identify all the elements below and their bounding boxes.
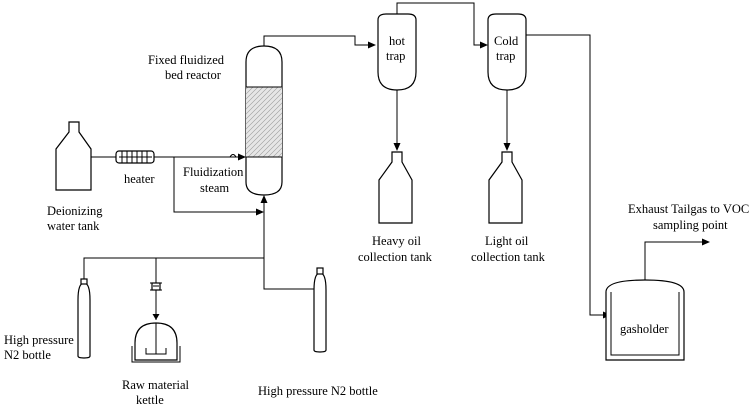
cold-trap: [487, 13, 527, 91]
light-oil-collection-tank: [488, 151, 523, 224]
bottom-n2-bottle: [313, 267, 327, 353]
water-tank-label: Deionizing water tank: [47, 204, 106, 233]
cold-trap-label: Cold trap: [494, 34, 521, 63]
heater-label: heater: [124, 172, 155, 186]
fluidization-steam-label: Fluidization steam: [183, 165, 247, 195]
exhaust-outlet-pipe: [644, 238, 710, 280]
gasholder-label: gasholder: [620, 322, 669, 336]
cold-trap-to-gasholder-pipe: [526, 34, 611, 319]
bottom-n2-pipe: [263, 258, 321, 290]
raw-material-kettle: [131, 322, 181, 363]
reactor-label: Fixed fluidized bed reactor: [148, 53, 227, 82]
gasholder: [605, 279, 685, 361]
hot-trap-to-cold-trap-pipe: [396, 2, 488, 49]
heater-to-reactor-pipe: [154, 153, 246, 161]
heavy-oil-collection-tank: [378, 151, 413, 224]
left-n2-pipe: [83, 257, 264, 279]
deionizing-water-tank: [55, 121, 92, 191]
hot-trap-drain-pipe: [393, 90, 401, 151]
kettle-label: Raw material kettle: [122, 378, 192, 404]
kettle-feed-valve: [150, 258, 162, 320]
heater: [115, 150, 155, 164]
hot-trap-label: hot trap: [386, 34, 408, 63]
left-n2-label: High pressure N2 bottle: [4, 333, 77, 362]
hot-trap: [377, 13, 417, 91]
fixed-fluidized-bed-reactor: [245, 45, 283, 196]
bottom-n2-label: High pressure N2 bottle: [258, 384, 378, 398]
left-n2-bottle: [77, 278, 91, 359]
reactor-to-hot-trap-pipe: [263, 35, 376, 49]
cold-trap-drain-pipe: [503, 90, 511, 151]
light-oil-label: Light oil collection tank: [471, 234, 546, 264]
exhaust-label: Exhaust Tailgas to VOC sampling point: [628, 202, 752, 232]
heavy-oil-label: Heavy oil collection tank: [358, 234, 433, 264]
